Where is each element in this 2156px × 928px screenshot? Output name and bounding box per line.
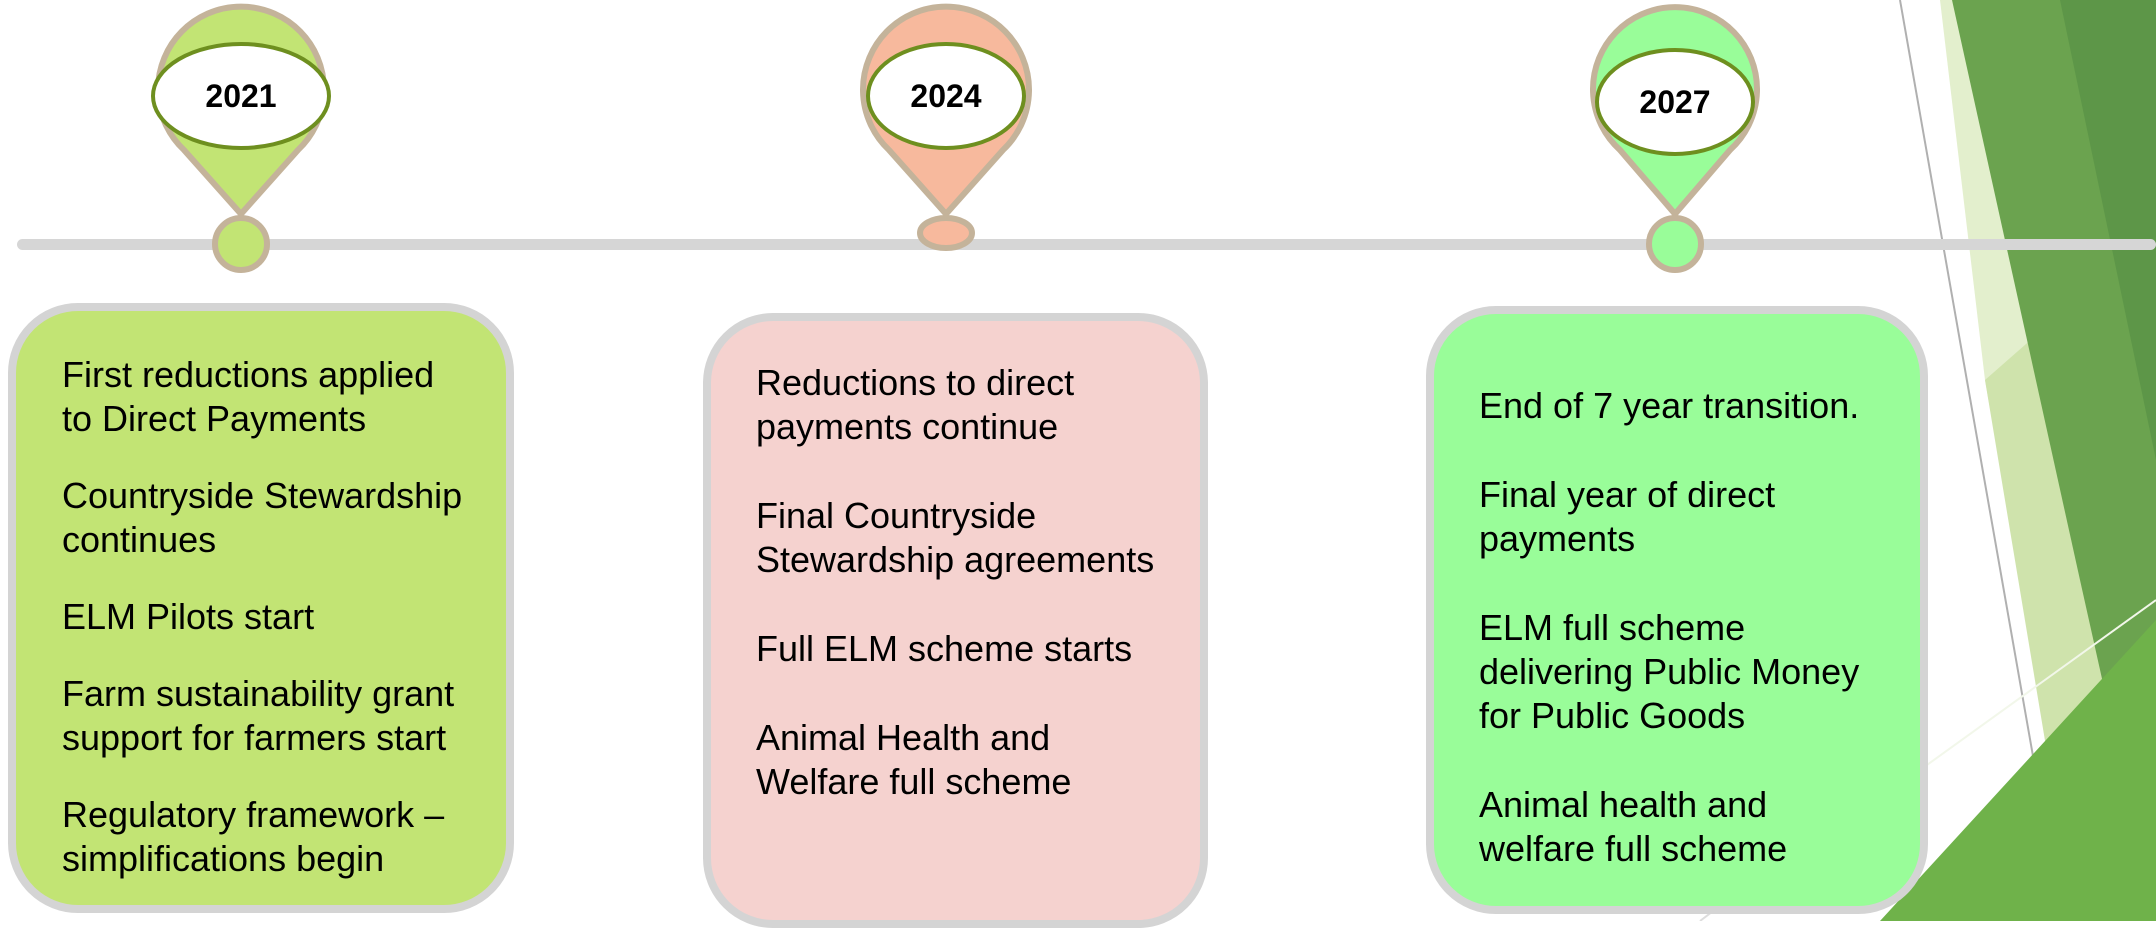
card-item: Final year of direct payments — [1479, 474, 1776, 559]
year-label-2024: 2024 — [910, 77, 982, 114]
card-item: Countryside Stewardship continues — [62, 475, 463, 560]
card-item: Reductions to direct payments continue — [756, 362, 1075, 447]
deco-bottom-triangle — [1880, 620, 2156, 921]
card-item: ELM Pilots start — [62, 596, 315, 637]
card-item: Animal health and welfare full scheme — [1479, 784, 1788, 869]
year-label-2027: 2027 — [1639, 83, 1711, 120]
card-item: Full ELM scheme starts — [756, 628, 1133, 669]
card-item: Animal Health and Welfare full scheme — [756, 717, 1072, 802]
card-item: ELM full scheme delivering Public Money … — [1479, 607, 1860, 736]
timeline-axis — [17, 239, 2156, 250]
deco-dark-triangle — [2060, 0, 2156, 460]
card-item: Farm sustainability grant support for fa… — [62, 673, 455, 758]
card-item: First reductions applied to Direct Payme… — [62, 354, 435, 439]
deco-diagonal-line — [1919, 599, 2156, 771]
year-label-2021: 2021 — [205, 77, 277, 114]
card-item: End of 7 year transition. — [1479, 385, 1860, 426]
milestone-card-2021: First reductions applied to Direct Payme… — [8, 303, 514, 913]
milestone-card-2024: Reductions to direct payments continue F… — [703, 313, 1208, 928]
card-item: Final Countryside Stewardship agreements — [756, 495, 1155, 580]
milestone-card-2027: End of 7 year transition. Final year of … — [1426, 306, 1928, 914]
card-item: Regulatory framework – simplifications b… — [62, 794, 445, 879]
